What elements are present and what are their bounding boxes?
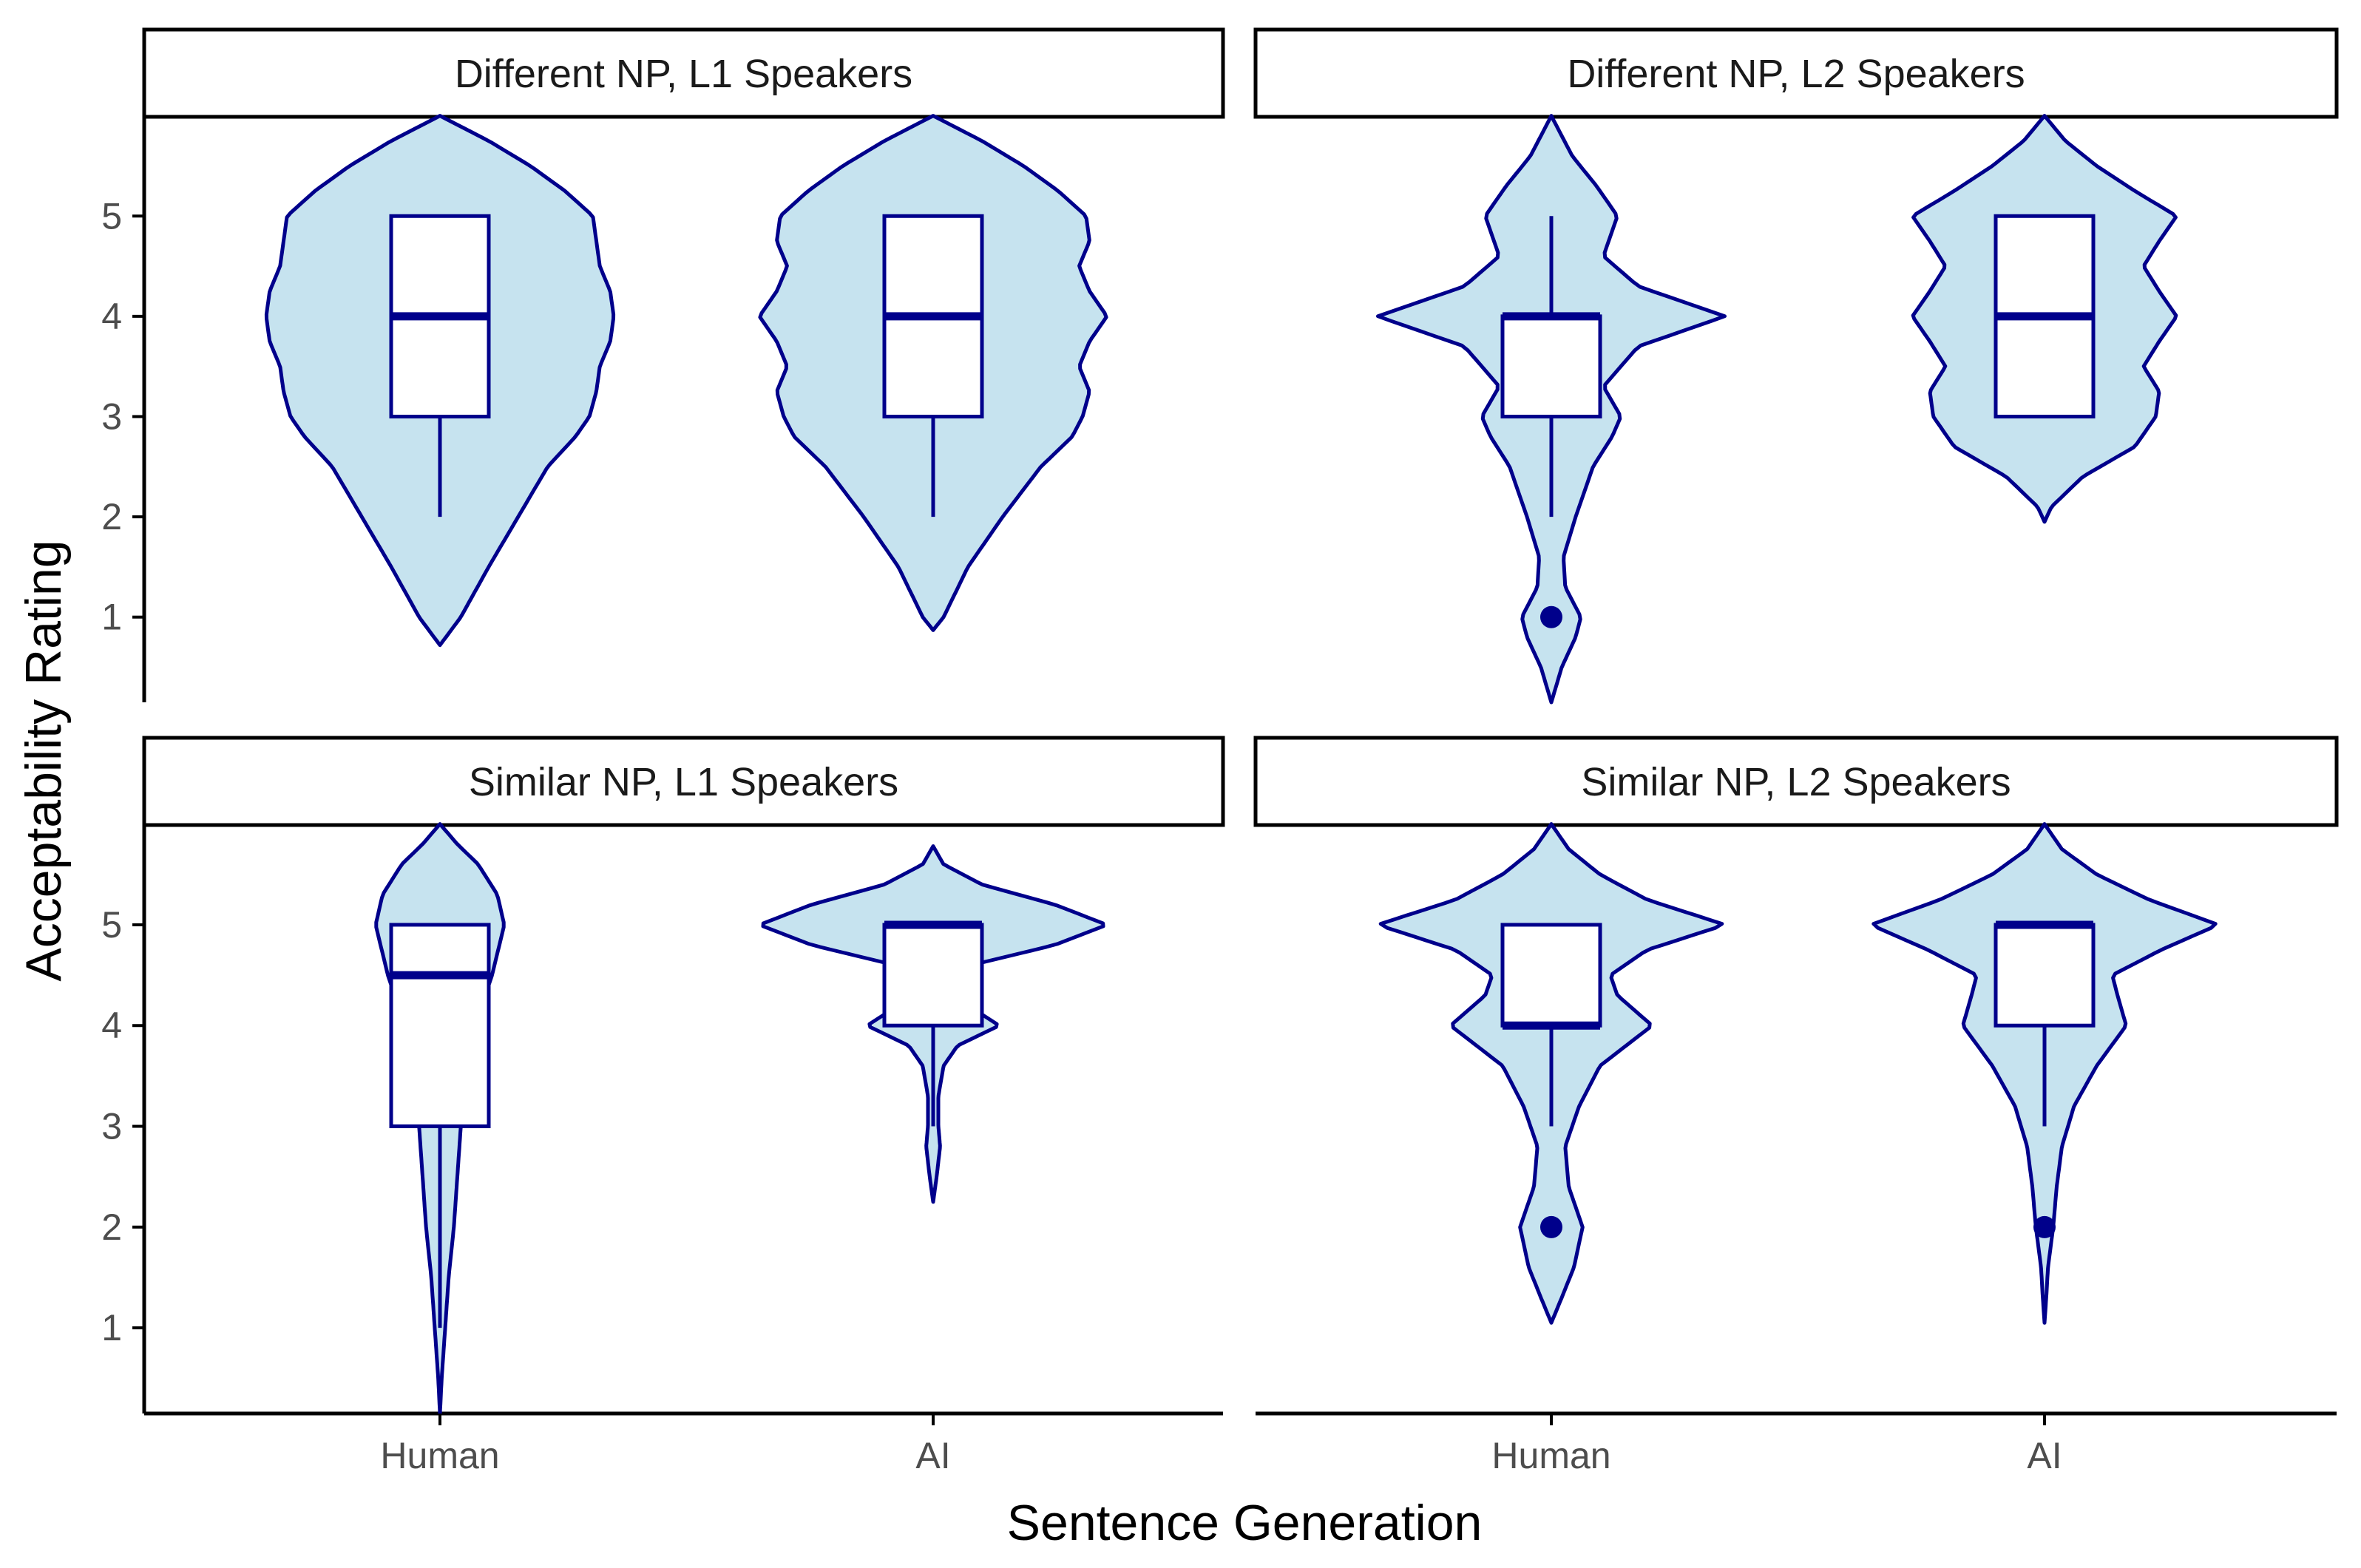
facet-strip bbox=[1253, 736, 2339, 827]
y-tick-label: 1 bbox=[101, 1307, 122, 1348]
x-tick-label: AI bbox=[2027, 1435, 2062, 1476]
facet-strip bbox=[1253, 27, 2339, 119]
y-tick-label: 2 bbox=[101, 1206, 122, 1248]
x-axis-title: Sentence Generation bbox=[1007, 1495, 1483, 1551]
outlier-point bbox=[1540, 1215, 1562, 1238]
y-axis-title: Acceptability Rating bbox=[16, 540, 72, 981]
outlier-point bbox=[2033, 1215, 2056, 1238]
facet-panels: Different NP, L1 Speakers12345Different … bbox=[101, 27, 2339, 1476]
x-tick-label: Human bbox=[380, 1435, 499, 1476]
box bbox=[1500, 314, 1602, 418]
y-tick-label: 2 bbox=[101, 496, 122, 537]
facet-strip-label: Different NP, L1 Speakers bbox=[455, 52, 912, 96]
y-tick-label: 5 bbox=[101, 904, 122, 946]
facet-strip bbox=[142, 736, 1225, 827]
y-tick-label: 4 bbox=[101, 296, 122, 337]
box bbox=[389, 923, 491, 1129]
box bbox=[1994, 923, 2096, 1028]
facet-strip-label: Different NP, L2 Speakers bbox=[1567, 52, 2025, 96]
facet-panel: Different NP, L1 Speakers 1 2 3 4 5 bbox=[101, 27, 1225, 702]
box bbox=[1500, 923, 1602, 1028]
y-tick-label: 3 bbox=[101, 1106, 122, 1147]
y-tick-label: 5 bbox=[101, 195, 122, 237]
facet-strip-label: Similar NP, L1 Speakers bbox=[469, 760, 898, 804]
x-tick-label: Human bbox=[1491, 1435, 1610, 1476]
x-tick-label: AI bbox=[915, 1435, 950, 1476]
y-tick-label: 3 bbox=[101, 396, 122, 437]
box bbox=[882, 923, 984, 1028]
facet-strip bbox=[142, 27, 1225, 119]
facet-strip-label: Similar NP, L2 Speakers bbox=[1581, 760, 2011, 804]
y-tick-label: 4 bbox=[101, 1005, 122, 1046]
outlier-point bbox=[1540, 605, 1562, 628]
y-tick-label: 1 bbox=[101, 597, 122, 638]
facet-panel: Different NP, L2 Speakers bbox=[1253, 27, 2339, 705]
